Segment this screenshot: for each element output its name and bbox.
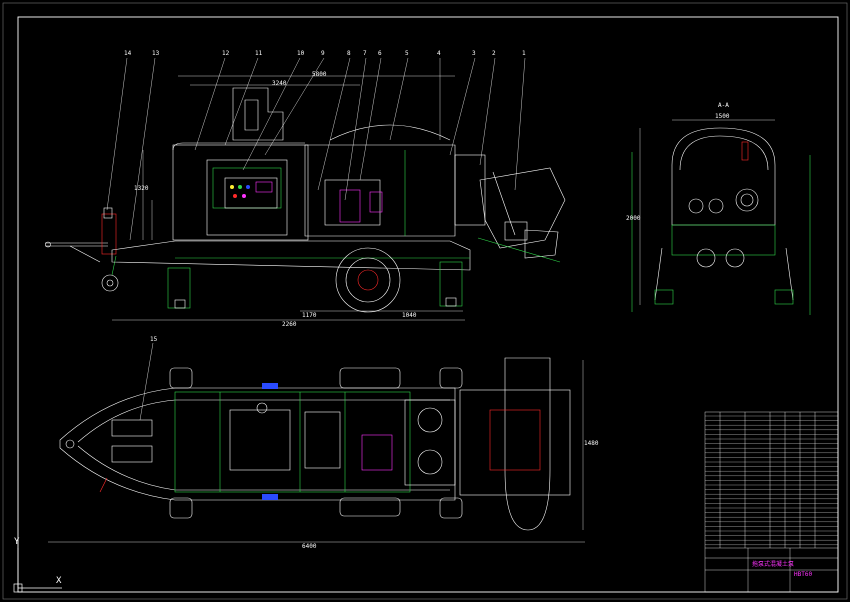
plan-callout-number: 15 xyxy=(150,336,158,343)
side-callout-number: 10 xyxy=(297,50,305,57)
dim-height: 1320 xyxy=(134,185,149,192)
side-callout-number: 5 xyxy=(405,50,409,57)
drawing-border xyxy=(17,16,839,593)
side-callout-number: 6 xyxy=(378,50,382,57)
side-callout-number: 11 xyxy=(255,50,263,57)
side-callout-number: 8 xyxy=(347,50,351,57)
side-callout-number: 4 xyxy=(437,50,441,57)
dim-end-width: 1500 xyxy=(715,113,730,120)
side-callout-number: 9 xyxy=(321,50,325,57)
side-callout-number: 13 xyxy=(152,50,160,57)
ucs-y-label: Y xyxy=(14,537,20,547)
side-callout-number: 1 xyxy=(522,50,526,57)
dim-plan-width: 1480 xyxy=(584,440,599,447)
rear-wheel xyxy=(335,247,401,313)
drawing-title: 拖泵式混凝土泵 xyxy=(752,561,795,568)
control-panel xyxy=(224,177,278,209)
end-view-title: A-A xyxy=(718,102,729,109)
side-callout-number: 12 xyxy=(222,50,230,57)
side-callout-number: 2 xyxy=(492,50,496,57)
end-view xyxy=(631,119,811,315)
dim-upper-total: 5800 xyxy=(312,71,327,78)
dim-overall-length: 6400 xyxy=(302,543,317,550)
dim-rear-offset: 1170 xyxy=(302,312,317,319)
parts-list-grid xyxy=(704,411,839,593)
dim-upper-sub: 3240 xyxy=(272,80,287,87)
side-elevation-view xyxy=(45,57,566,321)
dim-front-offset: 1040 xyxy=(402,312,417,319)
side-callout-number: 14 xyxy=(124,50,132,57)
dim-wheelbase: 2260 xyxy=(282,321,297,328)
side-callout-number: 3 xyxy=(472,50,476,57)
parts-list-rows xyxy=(705,415,838,545)
side-callout-number: 7 xyxy=(363,50,367,57)
plan-view xyxy=(48,342,585,543)
ucs-x-label: X xyxy=(56,576,62,586)
dim-end-height: 2000 xyxy=(626,215,641,222)
drawing-number: HBT60 xyxy=(794,571,813,578)
ucs-icon xyxy=(13,548,62,593)
